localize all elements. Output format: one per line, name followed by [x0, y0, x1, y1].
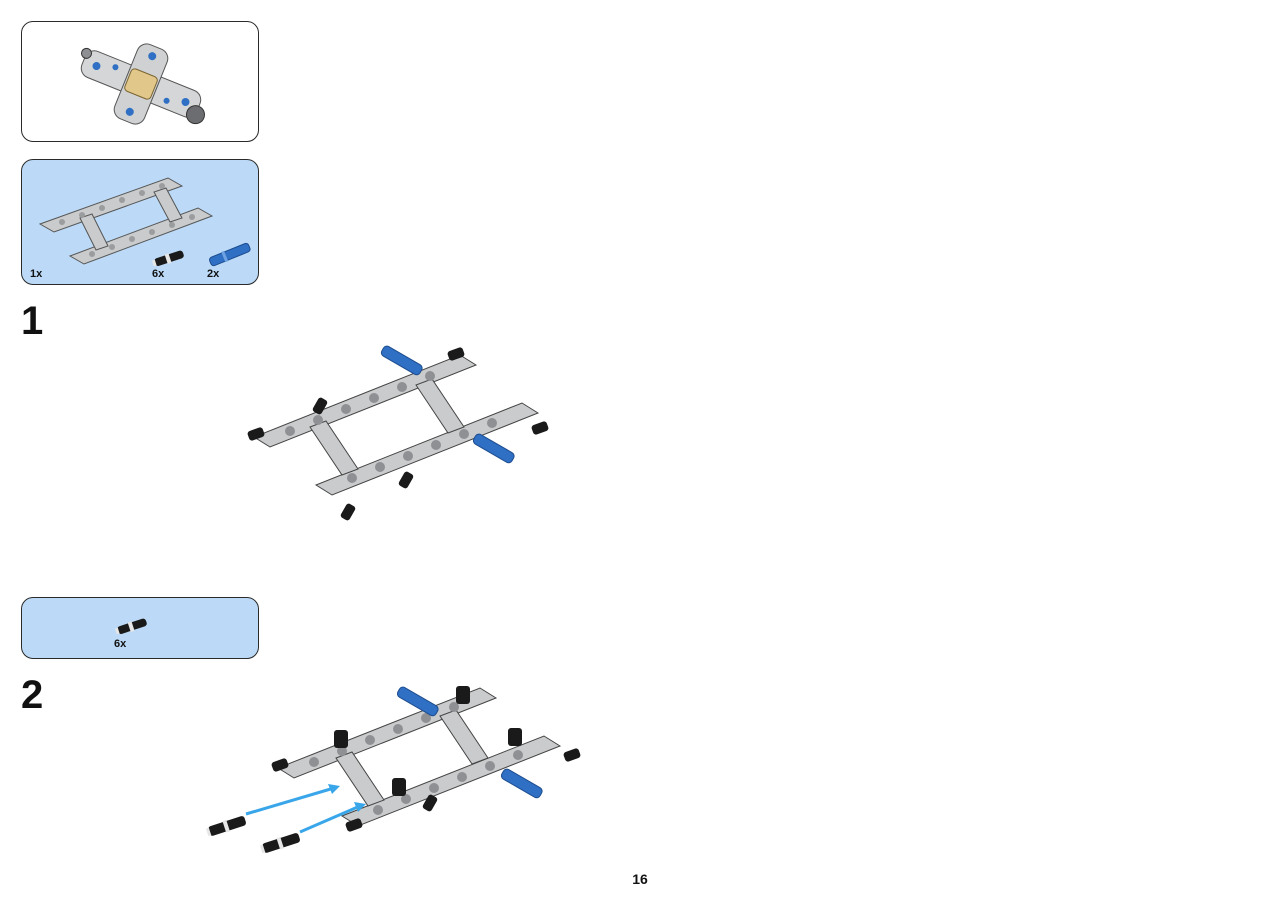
page-number: 16: [632, 871, 648, 887]
part-qty: 2x: [207, 268, 220, 280]
part-qty: 6x: [152, 268, 165, 280]
black-pin-icon: [114, 618, 147, 635]
step-1-parts-panel: 1x 6x 2x: [21, 159, 259, 285]
frame-with-pins-icon: [247, 345, 549, 521]
step-number: 1: [21, 299, 44, 343]
gearbox-assembly-icon: [80, 43, 205, 125]
part-qty: 1x: [30, 268, 43, 280]
black-pin-icon: [151, 250, 184, 267]
step-number: 2: [21, 673, 44, 717]
submodel-preview-panel: [21, 21, 259, 142]
step-2-parts-panel: 6x: [21, 597, 259, 659]
liftarm-frame-icon: [38, 177, 214, 265]
frame-insert-pins-icon: [205, 686, 581, 854]
part-qty: 6x: [114, 638, 127, 650]
blue-axle-pin-icon: [209, 242, 251, 267]
